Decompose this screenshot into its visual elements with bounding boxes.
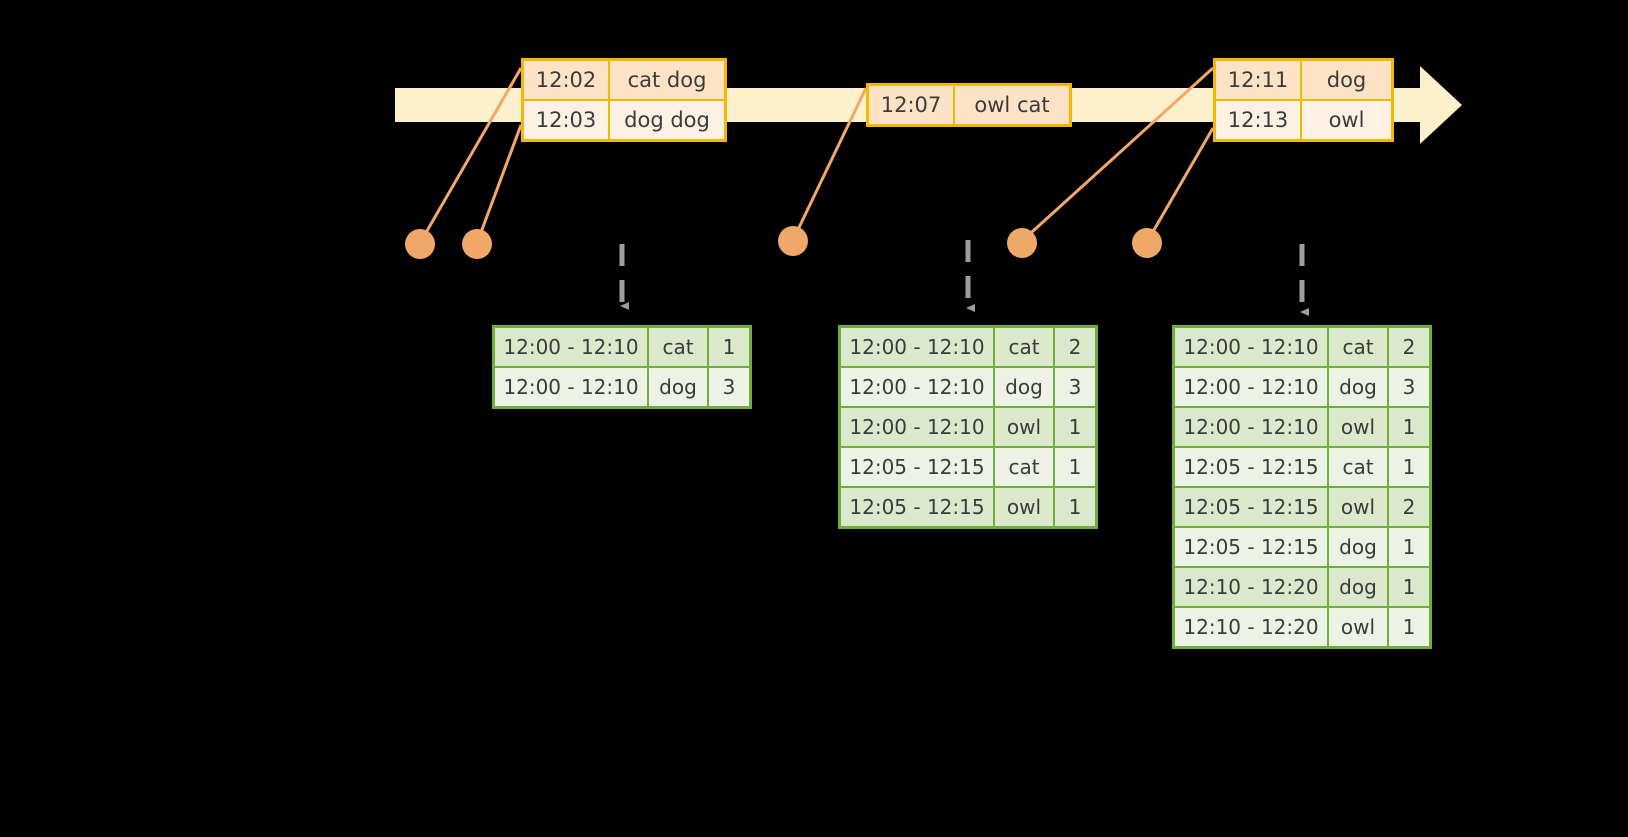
window-counts-table-3[interactable]: 12:00 - 12:10 cat 2 12:00 - 12:10 dog 3 … bbox=[1172, 325, 1432, 649]
cell-window: 12:05 - 12:15 bbox=[1175, 528, 1327, 566]
cell-count: 1 bbox=[1389, 448, 1429, 486]
table-row[interactable]: 12:00 - 12:10 cat 1 bbox=[495, 328, 749, 366]
table-row[interactable]: 12:05 - 12:15 dog 1 bbox=[1175, 528, 1429, 566]
event-marker-dots bbox=[405, 226, 1162, 259]
cell-word: cat bbox=[995, 448, 1053, 486]
event-time: 12:02 bbox=[524, 61, 610, 99]
event-words: dog dog bbox=[610, 101, 724, 139]
cell-word: cat bbox=[1329, 448, 1387, 486]
dashed-flow-arrows bbox=[619, 240, 1309, 316]
cell-count: 3 bbox=[1389, 368, 1429, 406]
cell-window: 12:05 - 12:15 bbox=[841, 448, 993, 486]
cell-count: 2 bbox=[1055, 328, 1095, 366]
cell-window: 12:00 - 12:10 bbox=[1175, 368, 1327, 406]
table-row[interactable]: 12:05 - 12:15 owl 1 bbox=[841, 488, 1095, 526]
event-time: 12:07 bbox=[869, 86, 955, 124]
cell-count: 3 bbox=[709, 368, 749, 406]
cell-word: owl bbox=[1329, 608, 1387, 646]
cell-window: 12:00 - 12:10 bbox=[841, 328, 993, 366]
cell-window: 12:10 - 12:20 bbox=[1175, 608, 1327, 646]
cell-word: owl bbox=[995, 488, 1053, 526]
cell-word: owl bbox=[995, 408, 1053, 446]
cell-window: 12:00 - 12:10 bbox=[841, 408, 993, 446]
event-row[interactable]: 12:13 owl bbox=[1216, 99, 1391, 139]
cell-word: dog bbox=[1329, 568, 1387, 606]
cell-count: 1 bbox=[1055, 448, 1095, 486]
cell-window: 12:10 - 12:20 bbox=[1175, 568, 1327, 606]
event-dot bbox=[405, 229, 435, 259]
cell-count: 2 bbox=[1389, 488, 1429, 526]
event-dot bbox=[462, 229, 492, 259]
cell-window: 12:05 - 12:15 bbox=[1175, 448, 1327, 486]
cell-count: 3 bbox=[1055, 368, 1095, 406]
table-row[interactable]: 12:00 - 12:10 dog 3 bbox=[1175, 368, 1429, 406]
cell-count: 1 bbox=[1389, 408, 1429, 446]
table-row[interactable]: 12:00 - 12:10 dog 3 bbox=[841, 368, 1095, 406]
window-counts-table-1[interactable]: 12:00 - 12:10 cat 1 12:00 - 12:10 dog 3 bbox=[492, 325, 752, 409]
event-dot bbox=[1132, 228, 1162, 258]
cell-count: 1 bbox=[1389, 568, 1429, 606]
cell-count: 1 bbox=[1389, 608, 1429, 646]
cell-window: 12:05 - 12:15 bbox=[841, 488, 993, 526]
cell-word: cat bbox=[1329, 328, 1387, 366]
event-box-group-3[interactable]: 12:11 dog 12:13 owl bbox=[1213, 58, 1394, 142]
cell-window: 12:05 - 12:15 bbox=[1175, 488, 1327, 526]
cell-count: 2 bbox=[1389, 328, 1429, 366]
cell-count: 1 bbox=[1055, 408, 1095, 446]
event-dot bbox=[1007, 228, 1037, 258]
table-row[interactable]: 12:10 - 12:20 dog 1 bbox=[1175, 568, 1429, 606]
event-words: dog bbox=[1302, 61, 1391, 99]
event-time: 12:13 bbox=[1216, 101, 1302, 139]
cell-word: dog bbox=[649, 368, 707, 406]
cell-count: 1 bbox=[709, 328, 749, 366]
table-row[interactable]: 12:10 - 12:20 owl 1 bbox=[1175, 608, 1429, 646]
cell-word: dog bbox=[1329, 528, 1387, 566]
table-row[interactable]: 12:00 - 12:10 cat 2 bbox=[841, 328, 1095, 366]
event-words: owl cat bbox=[955, 86, 1069, 124]
event-row[interactable]: 12:07 owl cat bbox=[869, 86, 1069, 124]
event-row[interactable]: 12:03 dog dog bbox=[524, 99, 724, 139]
table-row[interactable]: 12:00 - 12:10 cat 2 bbox=[1175, 328, 1429, 366]
cell-word: owl bbox=[1329, 488, 1387, 526]
table-row[interactable]: 12:05 - 12:15 owl 2 bbox=[1175, 488, 1429, 526]
table-row[interactable]: 12:00 - 12:10 dog 3 bbox=[495, 368, 749, 406]
cell-count: 1 bbox=[1055, 488, 1095, 526]
event-time: 12:03 bbox=[524, 101, 610, 139]
event-dot bbox=[778, 226, 808, 256]
table-row[interactable]: 12:00 - 12:10 owl 1 bbox=[1175, 408, 1429, 446]
window-counts-table-2[interactable]: 12:00 - 12:10 cat 2 12:00 - 12:10 dog 3 … bbox=[838, 325, 1098, 529]
cell-window: 12:00 - 12:10 bbox=[495, 328, 647, 366]
cell-window: 12:00 - 12:10 bbox=[1175, 408, 1327, 446]
event-time: 12:11 bbox=[1216, 61, 1302, 99]
cell-word: cat bbox=[995, 328, 1053, 366]
cell-window: 12:00 - 12:10 bbox=[1175, 328, 1327, 366]
table-row[interactable]: 12:00 - 12:10 owl 1 bbox=[841, 408, 1095, 446]
event-box-group-1[interactable]: 12:02 cat dog 12:03 dog dog bbox=[521, 58, 727, 142]
event-row[interactable]: 12:11 dog bbox=[1216, 61, 1391, 99]
cell-window: 12:00 - 12:10 bbox=[841, 368, 993, 406]
event-box-group-2[interactable]: 12:07 owl cat bbox=[866, 83, 1072, 127]
table-row[interactable]: 12:05 - 12:15 cat 1 bbox=[841, 448, 1095, 486]
table-row[interactable]: 12:05 - 12:15 cat 1 bbox=[1175, 448, 1429, 486]
event-words: cat dog bbox=[610, 61, 724, 99]
cell-word: owl bbox=[1329, 408, 1387, 446]
cell-word: dog bbox=[995, 368, 1053, 406]
cell-word: dog bbox=[1329, 368, 1387, 406]
event-words: owl bbox=[1302, 101, 1391, 139]
cell-word: cat bbox=[649, 328, 707, 366]
event-row[interactable]: 12:02 cat dog bbox=[524, 61, 724, 99]
cell-count: 1 bbox=[1389, 528, 1429, 566]
cell-window: 12:00 - 12:10 bbox=[495, 368, 647, 406]
